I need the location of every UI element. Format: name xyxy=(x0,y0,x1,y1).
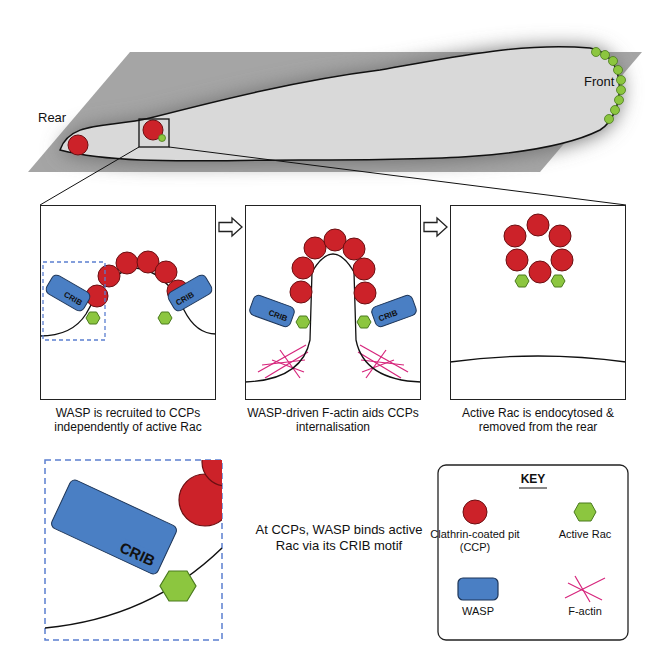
f-actin xyxy=(258,345,408,378)
cell-end-label: Rear xyxy=(38,110,66,126)
wasp-protein: CRIB xyxy=(49,478,179,577)
step-panel: Active Rac is endocytosed & removed from… xyxy=(450,205,626,400)
panel-caption: WASP-driven F-actin aids CCPs internalis… xyxy=(242,406,424,434)
wasp-protein: CRIB xyxy=(43,272,92,313)
key-heading: KEY xyxy=(521,472,546,487)
legend-text: Clathrin-coated pit (CCP) xyxy=(425,528,525,554)
rear-ccp xyxy=(68,120,163,155)
cell-body xyxy=(60,47,619,161)
membrane xyxy=(245,254,421,382)
crib-label: CRIB xyxy=(115,538,159,571)
wasp-protein: CRIB xyxy=(165,272,214,313)
wasp-protein: CRIB xyxy=(247,293,296,329)
legend-text: F-actin xyxy=(535,605,635,618)
legend-text: WASP xyxy=(428,605,528,618)
step-arrow xyxy=(424,218,447,236)
membrane xyxy=(450,356,626,362)
wasp-protein: CRIB xyxy=(369,293,418,329)
cell-shadow xyxy=(60,47,621,163)
step-panel: WASP is recruited to CCPs independently … xyxy=(40,205,216,400)
cell-end-label: Front xyxy=(584,74,614,90)
step-panel: WASP-driven F-actin aids CCPs internalis… xyxy=(245,205,421,400)
panel-caption: WASP is recruited to CCPs independently … xyxy=(37,406,219,434)
zoom-square xyxy=(139,119,169,147)
zoom-region xyxy=(43,262,105,340)
crib-label: CRIB xyxy=(172,288,197,308)
step-arrow xyxy=(219,218,242,236)
membrane xyxy=(40,268,216,336)
zoom-caption: At CCPs, WASP binds active Rac via its C… xyxy=(250,522,428,555)
legend-text: Active Rac xyxy=(535,528,635,541)
panel-caption: Active Rac is endocytosed & removed from… xyxy=(447,406,629,434)
crib-label: CRIB xyxy=(264,307,290,324)
crib-label: CRIB xyxy=(375,307,401,324)
crib-label: CRIB xyxy=(60,288,85,308)
